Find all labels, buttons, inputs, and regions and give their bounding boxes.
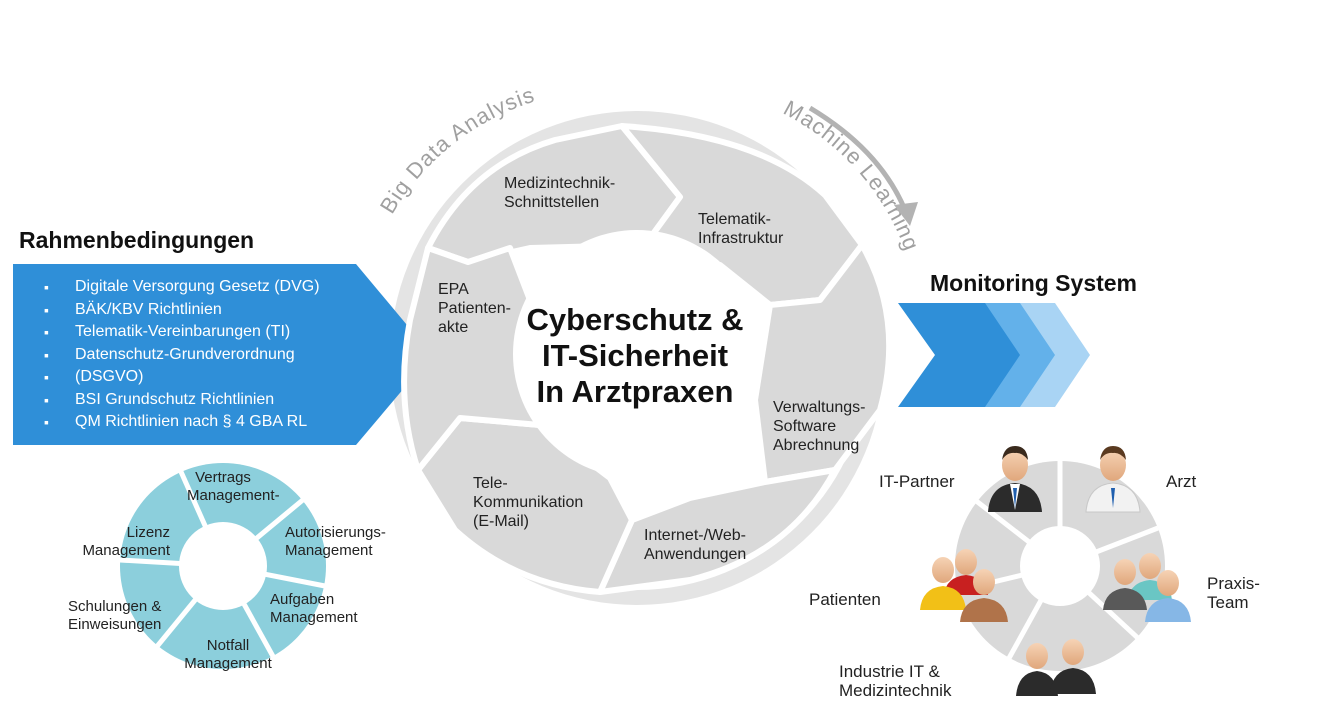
cycle-segments (401, 123, 893, 595)
center-title-line: In Arztpraxen (536, 374, 734, 409)
label-arzt: Arzt (1166, 472, 1197, 491)
rahmen-list: Digitale Versorgung Gesetz (DVG) BÄK/KBV… (44, 276, 320, 434)
label-schulungen: Schulungen &Einweisungen (68, 598, 162, 633)
center-title: Cyberschutz & IT-Sicherheit In Arztpraxe… (510, 302, 760, 410)
praxis-team-icon (1103, 553, 1191, 622)
label-internet: Internet-/Web-Anwendungen (644, 527, 747, 563)
center-title-line: Cyberschutz & (526, 302, 744, 337)
rahmen-item: Telematik-Vereinbarungen (TI) (44, 321, 320, 344)
it-partner-person-icon (988, 446, 1042, 512)
center-circle (513, 230, 761, 478)
management-wheel (119, 463, 326, 669)
label-patienten: Patienten (809, 590, 881, 609)
label-autorisierung: Autorisierungs-Management (285, 524, 386, 559)
label-it-partner: IT-Partner (879, 472, 955, 491)
monitoring-title: Monitoring System (930, 270, 1138, 296)
label-tele: Tele-Kommunikation(E-Mail) (473, 475, 584, 530)
rahmen-item: Digitale Versorgung Gesetz (DVG) (44, 276, 320, 299)
rahmen-item: Datenschutz-Grundverordnung (44, 344, 320, 367)
segment-verwaltung (752, 242, 893, 485)
rahmen-item: BSI Grundschutz Richtlinien (44, 389, 320, 412)
rahmen-item: BÄK/KBV Richtlinien (44, 299, 320, 322)
rahmen-item-continuation: (DSGVO) (44, 366, 320, 389)
label-praxis-team: Praxis-Team (1207, 574, 1260, 612)
label-vertrag: Vertrags Management- (187, 469, 280, 504)
patienten-icon (920, 549, 1008, 622)
label-telematik: Telematik-Infrastruktur (698, 211, 784, 247)
segment-epa (401, 245, 543, 473)
industrie-icon (1016, 639, 1096, 696)
monitoring-chevrons (898, 303, 1090, 407)
machine-learning-arrow (808, 105, 918, 226)
center-title-line: IT-Sicherheit (541, 338, 729, 373)
rahmen-title: Rahmenbedingungen (19, 227, 255, 253)
label-industrie: Industrie IT &Medizintechnik (839, 662, 952, 700)
chevron-main (898, 303, 1020, 407)
arzt-person-icon (1085, 446, 1141, 513)
rahmen-item: QM Richtlinien nach § 4 GBA RL (44, 411, 320, 434)
label-medizintechnik: Medizintechnik-Schnittstellen (504, 175, 616, 211)
